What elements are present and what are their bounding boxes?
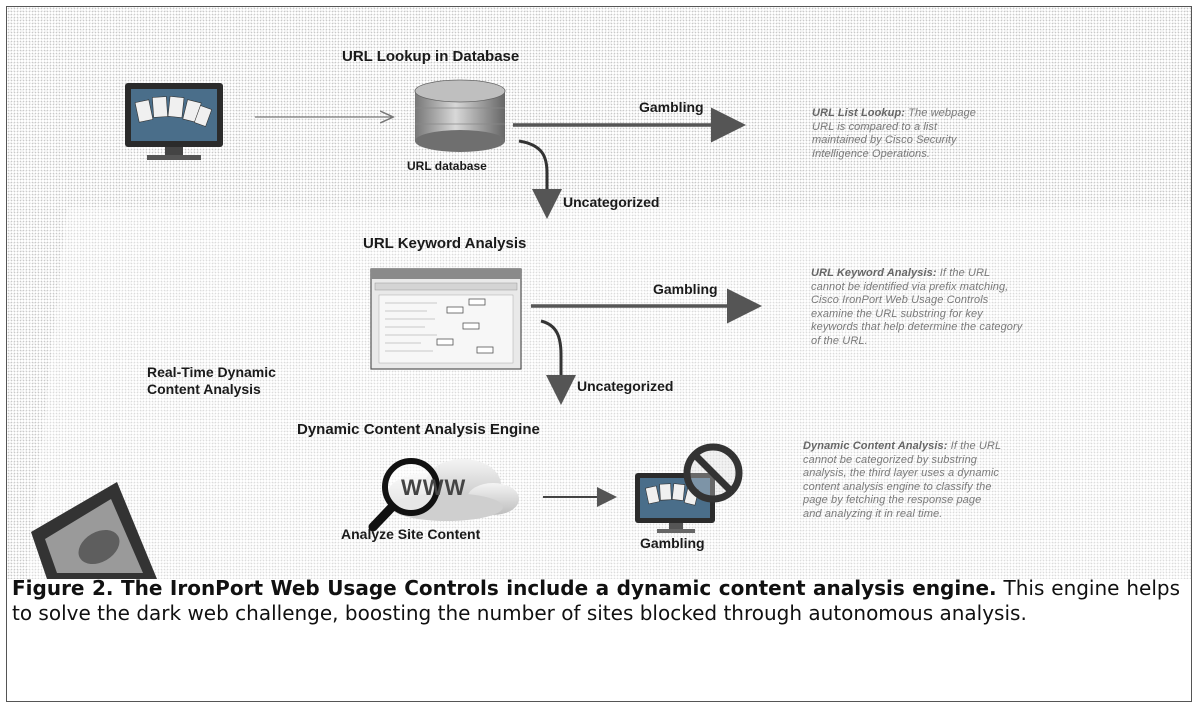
gambling-label-2: Gambling: [653, 281, 718, 297]
uncategorized-label-2: Uncategorized: [577, 378, 674, 394]
diagram-graphics: [27, 79, 1191, 579]
tablet-device-icon: [31, 482, 157, 579]
caption-text: This engine helps to solve the dark web …: [12, 576, 1180, 625]
magnifier-icon: [368, 458, 440, 532]
gambling-label-3: Gambling: [640, 535, 705, 551]
figure-frame: URL Lookup in Database URL database Gamb…: [6, 6, 1192, 702]
note-dynamic-content-analysis-body: If the URL cannot be categorized by subs…: [803, 440, 1001, 520]
note-url-list-lookup-body: The webpage URL is compared to a list ma…: [812, 107, 976, 160]
caption-panel: [7, 579, 1191, 701]
caption-bold: Figure 2. The IronPort Web Usage Control…: [12, 576, 997, 600]
step3-heading: Dynamic Content Analysis Engine: [297, 421, 540, 438]
step2-heading: URL Keyword Analysis: [363, 235, 527, 252]
side-label: Real-Time Dynamic Content Analysis: [147, 364, 276, 397]
note-url-keyword-analysis-body: If the URL cannot be identified via pref…: [811, 267, 1023, 347]
figure-caption: Figure 2. The IronPort Web Usage Control…: [12, 576, 1180, 626]
note-dynamic-content-analysis: Dynamic Content Analysis: If the URL can…: [803, 440, 1003, 521]
note-url-keyword-analysis: URL Keyword Analysis: If the URL cannot …: [811, 267, 1026, 348]
www-text: WWW: [401, 475, 467, 500]
note-url-list-lookup-title: URL List Lookup:: [812, 107, 906, 119]
uncategorized-arrow-1: [518, 139, 562, 219]
database-label: URL database: [407, 159, 487, 173]
browser-window-icon: [370, 268, 522, 370]
gambling-label-1: Gambling: [639, 99, 704, 115]
monitor-icon: [125, 83, 223, 160]
step1-heading: URL Lookup in Database: [342, 48, 520, 65]
note-url-keyword-analysis-title: URL Keyword Analysis:: [811, 267, 937, 279]
uncategorized-arrow-2: [540, 319, 576, 405]
uncategorized-label-1: Uncategorized: [563, 194, 660, 210]
note-dynamic-content-analysis-title: Dynamic Content Analysis:: [803, 440, 948, 452]
database-icon: [414, 79, 506, 152]
blocked-gambling-icon: [635, 443, 743, 533]
analyze-site-content-label: Analyze Site Content: [341, 526, 481, 542]
note-url-list-lookup: URL List Lookup: The webpage URL is comp…: [812, 107, 992, 161]
